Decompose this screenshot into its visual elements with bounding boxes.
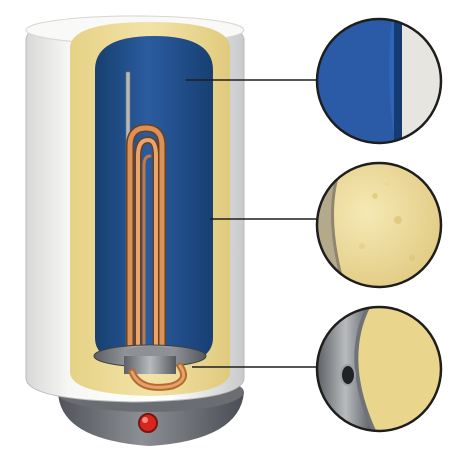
indicator-light-icon	[138, 413, 158, 433]
callout-inner-tank-coating	[315, 17, 443, 145]
heating-element	[126, 123, 166, 356]
element-flange	[93, 344, 207, 391]
callout-foam-insulation	[315, 161, 443, 289]
callout-leader-lines	[186, 79, 317, 368]
flange-port-icon	[340, 364, 356, 386]
callout-heating-element-flange	[315, 305, 443, 433]
